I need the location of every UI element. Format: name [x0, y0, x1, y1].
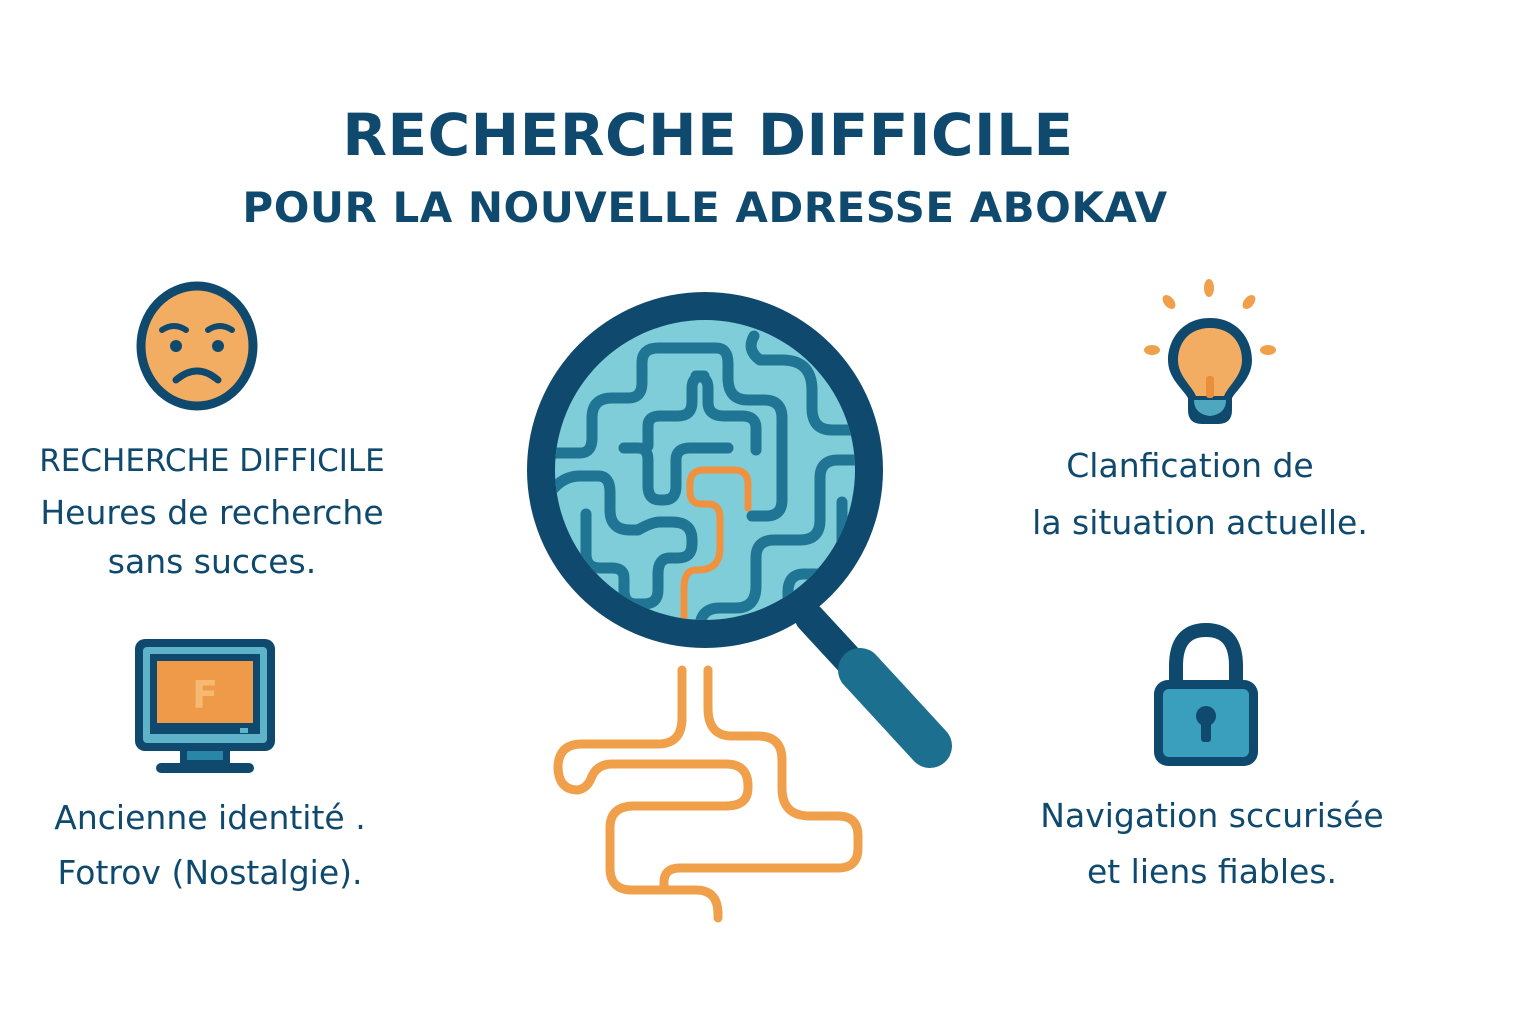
left-caption-2-line: Fotrov (Nostalgie).	[57, 853, 363, 892]
right-caption-1: Clanfication de la situation actuelle.	[990, 438, 1410, 550]
left-caption-2: Ancienne identité . Fotrov (Nostalgie).	[2, 790, 418, 900]
left-caption-1: RECHERCHE DIFFICILE Heures de recherche …	[2, 434, 422, 589]
left-caption-1-line: Heures de recherche	[40, 493, 384, 532]
left-caption-1-line: sans succes.	[107, 542, 317, 581]
padlock-icon	[1152, 622, 1260, 768]
lightbulb-icon	[1138, 276, 1282, 432]
sad-face-icon	[134, 280, 260, 412]
page-title: RECHERCHE DIFFICILE	[342, 101, 1074, 169]
left-caption-1-heading: RECHERCHE DIFFICILE	[39, 443, 385, 479]
monitor-icon: F	[132, 636, 278, 776]
monitor-letter: F	[192, 673, 218, 717]
right-caption-1-line: la situation actuelle.	[1032, 503, 1368, 542]
page-subtitle: POUR LA NOUVELLE ADRESSE ABOKAV	[242, 183, 1168, 232]
magnifying-glass-maze-icon	[520, 278, 970, 938]
right-caption-1-line: Clanfication de	[1066, 446, 1314, 485]
right-caption-2: Navigation sccurisée et liens fiables.	[1002, 788, 1422, 899]
left-caption-2-line: Ancienne identité .	[54, 798, 366, 837]
right-caption-2-line: et liens fiables.	[1086, 852, 1338, 891]
right-caption-2-line: Navigation sccurisée	[1040, 796, 1384, 835]
